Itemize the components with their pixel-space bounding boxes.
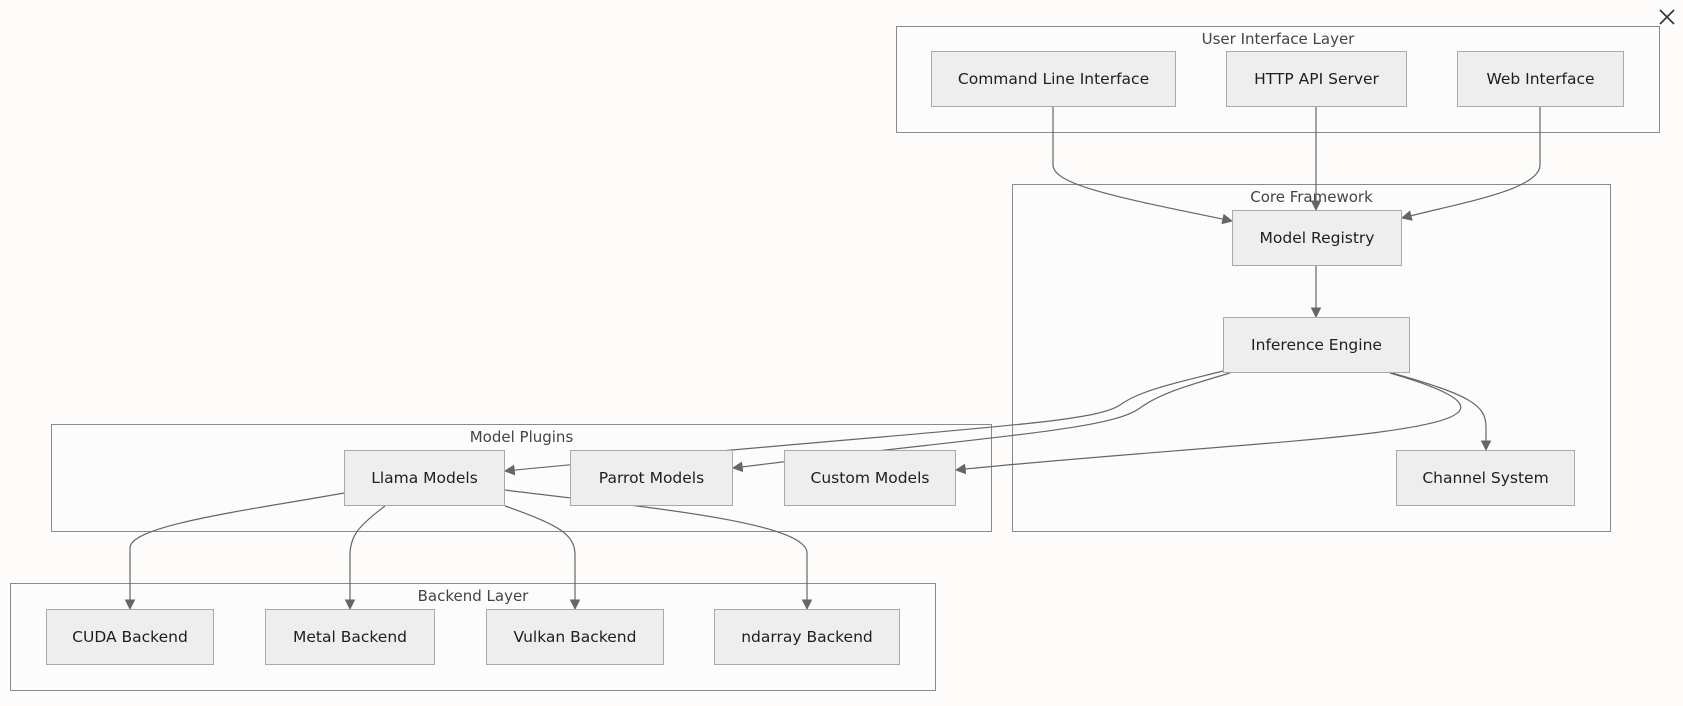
edge-engine-to-custom: [954, 372, 1462, 475]
edge-engine-to-channel: [1391, 372, 1492, 452]
node-label: Command Line Interface: [957, 70, 1150, 88]
node-label: Custom Models: [810, 469, 930, 487]
node-label: Vulkan Backend: [513, 628, 637, 646]
group-label: Core Framework: [1250, 188, 1373, 206]
node-label: Channel System: [1422, 469, 1549, 487]
node-label: ndarray Backend: [741, 628, 873, 646]
node-label: Parrot Models: [598, 469, 705, 487]
node-custom-models[interactable]: Custom Models: [784, 450, 956, 506]
node-command-line-interface[interactable]: Command Line Interface: [931, 51, 1176, 107]
edge-llama-to-cuda: [124, 492, 345, 611]
edge-cli-to-registry: [1052, 107, 1234, 225]
node-ndarray-backend[interactable]: ndarray Backend: [714, 609, 900, 665]
node-parrot-models[interactable]: Parrot Models: [570, 450, 733, 506]
close-button[interactable]: [1656, 6, 1678, 28]
edge-web-to-registry: [1400, 107, 1541, 221]
node-label: Llama Models: [371, 469, 478, 487]
edge-engine-to-parrot: [731, 372, 1231, 473]
node-llama-models[interactable]: Llama Models: [344, 450, 505, 506]
node-cuda-backend[interactable]: CUDA Backend: [46, 609, 214, 665]
group-label: User Interface Layer: [1201, 30, 1355, 48]
node-label: CUDA Backend: [72, 628, 188, 646]
node-model-registry[interactable]: Model Registry: [1232, 210, 1402, 266]
node-label: Model Registry: [1259, 229, 1375, 247]
node-web-interface[interactable]: Web Interface: [1457, 51, 1624, 107]
node-label: HTTP API Server: [1254, 70, 1379, 88]
edge-engine-to-llama: [503, 370, 1224, 476]
edge-llama-to-metal: [344, 505, 386, 611]
edge-llama-to-vulkan: [504, 505, 581, 611]
node-label: Web Interface: [1486, 70, 1595, 88]
close-icon: [1659, 9, 1675, 25]
node-label: Inference Engine: [1251, 336, 1382, 354]
node-vulkan-backend[interactable]: Vulkan Backend: [486, 609, 664, 665]
node-label: Metal Backend: [293, 628, 407, 646]
group-label: Model Plugins: [469, 428, 574, 446]
node-inference-engine[interactable]: Inference Engine: [1223, 317, 1410, 373]
edge-llama-to-ndarray: [504, 489, 813, 611]
node-channel-system[interactable]: Channel System: [1396, 450, 1575, 506]
node-metal-backend[interactable]: Metal Backend: [265, 609, 435, 665]
group-label: Backend Layer: [417, 587, 529, 605]
node-http-api-server[interactable]: HTTP API Server: [1226, 51, 1407, 107]
